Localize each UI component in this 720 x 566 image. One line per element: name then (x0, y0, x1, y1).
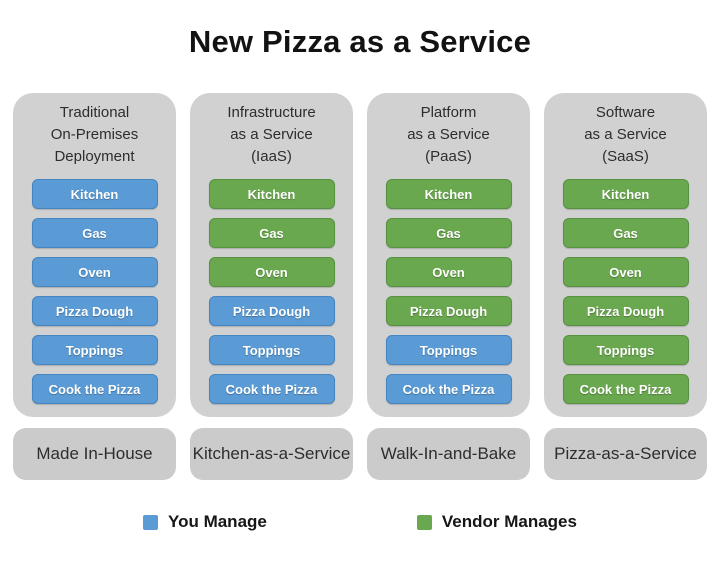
stack-items: Kitchen Gas Oven Pizza Dough Toppings Co… (208, 179, 335, 404)
column-traditional-on-premises: Traditional On-Premises Deployment Kitch… (13, 93, 176, 417)
column-header: Infrastructure as a Service (IaaS) (227, 104, 316, 165)
caption-walk-in-and-bake: Walk-In-and-Bake (367, 428, 530, 480)
item-pizza-dough: Pizza Dough (562, 296, 689, 326)
item-kitchen: Kitchen (385, 179, 512, 209)
item-oven: Oven (562, 257, 689, 287)
item-cook-the-pizza: Cook the Pizza (208, 374, 335, 404)
item-kitchen: Kitchen (562, 179, 689, 209)
service-columns: Traditional On-Premises Deployment Kitch… (13, 93, 707, 417)
caption-kitchen-as-a-service: Kitchen-as-a-Service (190, 428, 353, 480)
column-header: Platform as a Service (PaaS) (407, 104, 490, 165)
item-gas: Gas (208, 218, 335, 248)
item-oven: Oven (385, 257, 512, 287)
caption-row: Made In-House Kitchen-as-a-Service Walk-… (13, 428, 707, 480)
caption-made-in-house: Made In-House (13, 428, 176, 480)
caption-pizza-as-a-service: Pizza-as-a-Service (544, 428, 707, 480)
stack-items: Kitchen Gas Oven Pizza Dough Toppings Co… (562, 179, 689, 404)
legend-label: You Manage (168, 512, 267, 531)
vendor-manages-swatch-icon (416, 514, 432, 530)
item-kitchen: Kitchen (31, 179, 158, 209)
item-gas: Gas (562, 218, 689, 248)
item-toppings: Toppings (31, 335, 158, 365)
item-toppings: Toppings (385, 335, 512, 365)
item-pizza-dough: Pizza Dough (208, 296, 335, 326)
item-toppings: Toppings (208, 335, 335, 365)
column-paas: Platform as a Service (PaaS) Kitchen Gas… (367, 93, 530, 417)
column-iaas: Infrastructure as a Service (IaaS) Kitch… (190, 93, 353, 417)
legend: You Manage Vendor Manages (0, 512, 720, 532)
column-header: Traditional On-Premises Deployment (50, 104, 139, 165)
page-title: New Pizza as a Service (188, 24, 532, 59)
item-gas: Gas (385, 218, 512, 248)
item-gas: Gas (31, 218, 158, 248)
stack-items: Kitchen Gas Oven Pizza Dough Toppings Co… (31, 179, 158, 404)
item-oven: Oven (31, 257, 158, 287)
you-manage-swatch-icon (143, 514, 158, 530)
item-cook-the-pizza: Cook the Pizza (31, 374, 158, 404)
item-kitchen: Kitchen (208, 179, 335, 209)
item-pizza-dough: Pizza Dough (31, 296, 158, 326)
column-header: Software as a Service (SaaS) (584, 104, 667, 165)
item-cook-the-pizza: Cook the Pizza (562, 374, 689, 404)
legend-label: Vendor Manages (441, 512, 577, 531)
legend-item-you-manage: You Manage (143, 512, 267, 532)
item-toppings: Toppings (562, 335, 689, 365)
legend-item-vendor-manages: Vendor Manages (416, 512, 577, 532)
item-cook-the-pizza: Cook the Pizza (385, 374, 512, 404)
item-pizza-dough: Pizza Dough (385, 296, 512, 326)
stack-items: Kitchen Gas Oven Pizza Dough Toppings Co… (385, 179, 512, 404)
column-saas: Software as a Service (SaaS) Kitchen Gas… (544, 93, 707, 417)
item-oven: Oven (208, 257, 335, 287)
